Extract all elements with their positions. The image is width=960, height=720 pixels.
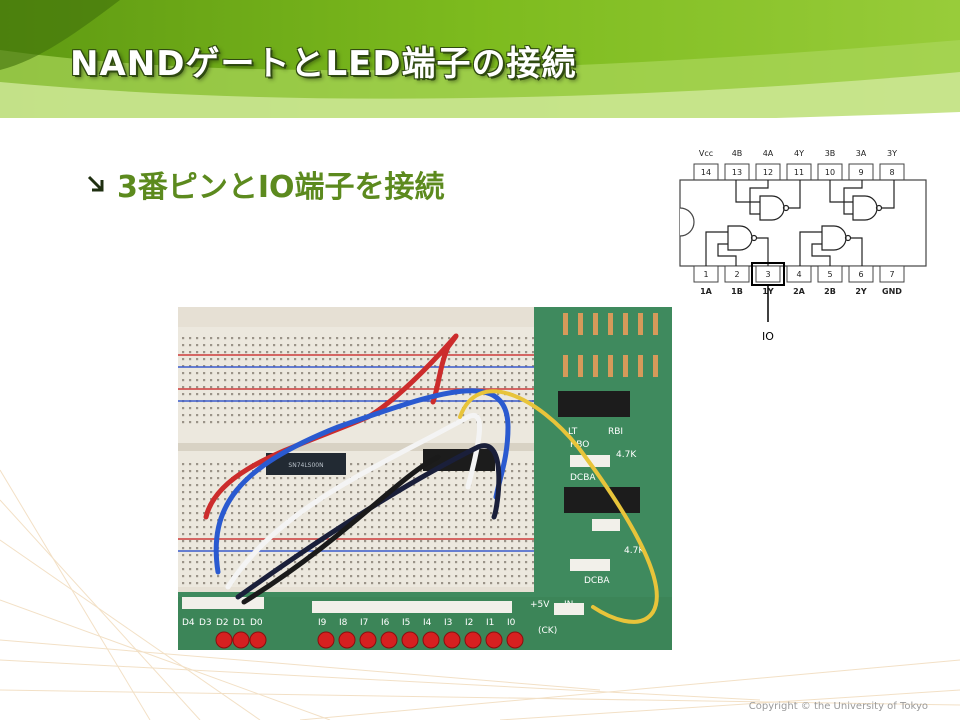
- pin-number: 12: [763, 168, 773, 177]
- bullet-text: 3番ピンとIO端子を接続: [117, 170, 445, 205]
- pin-number: 10: [825, 168, 835, 177]
- led-label: D4: [182, 618, 195, 628]
- bullet-item: 3番ピンとIO端子を接続: [85, 162, 445, 206]
- pin-name-label: 1B: [731, 287, 743, 296]
- slide-title: NANDゲートとLED端子の接続: [70, 44, 577, 84]
- top-pin-labels: Vcc 4B 4A 4Y 3B 3A 3Y: [699, 149, 897, 158]
- led-label: I9: [318, 618, 327, 628]
- pin-name-label: GND: [882, 287, 902, 296]
- pin-name-label: 4B: [732, 149, 743, 158]
- led-label: I1: [486, 618, 494, 628]
- led-label: I3: [444, 618, 452, 628]
- pcb-label: DCBA: [570, 473, 596, 483]
- pin-number: 2: [734, 270, 739, 279]
- pin-name-label: 4A: [763, 149, 774, 158]
- pin-number: 11: [794, 168, 804, 177]
- pin-name-label: 2Y: [855, 287, 867, 296]
- led-label: D2: [216, 618, 229, 628]
- led-label: D3: [199, 618, 212, 628]
- pcb-label: RBI: [608, 427, 623, 437]
- pin-number: 9: [858, 168, 863, 177]
- pcb-label: DCBA: [584, 576, 610, 586]
- pin-name-label: 3Y: [887, 149, 897, 158]
- pin-name-label: 1A: [700, 287, 713, 296]
- pin-number: 13: [732, 168, 742, 177]
- led-label: I5: [402, 618, 410, 628]
- led-label: I2: [465, 618, 473, 628]
- pin-number: 5: [827, 270, 832, 279]
- pcb-label: LT: [568, 427, 578, 437]
- led-label: I6: [381, 618, 390, 628]
- pcb-label: (CK): [538, 626, 557, 636]
- pcb-label: 4.7K: [616, 450, 637, 460]
- pin-number: 1: [703, 270, 708, 279]
- pcb-label: RBO: [570, 440, 589, 450]
- pin-number: 4: [796, 270, 801, 279]
- pin-name-label: 2B: [824, 287, 836, 296]
- pin-name-label: Vcc: [699, 149, 713, 158]
- pin-name-label: 3A: [856, 149, 867, 158]
- pin-name-label: 3B: [825, 149, 836, 158]
- led-label: I4: [423, 618, 432, 628]
- arrow-down-right-icon: [87, 175, 104, 192]
- pcb-label: 4.7K: [624, 546, 645, 556]
- pin-name-label: 4Y: [794, 149, 804, 158]
- led-label: D0: [250, 618, 263, 628]
- title-banner: [0, 0, 960, 130]
- led-label: I8: [339, 618, 348, 628]
- led-label: D1: [233, 618, 246, 628]
- pin-number: 6: [858, 270, 863, 279]
- copyright-text: Copyright © the University of Tokyo: [748, 701, 928, 712]
- pin-name-label: 2A: [793, 287, 806, 296]
- chip-label: SN74LS00N: [288, 462, 323, 469]
- breadboard-photo: SN74LS00N RBI 4.7K LT RBO DCBA DCBA +5V …: [178, 307, 672, 650]
- pin-number: 14: [701, 168, 711, 177]
- pin-number: 3: [765, 270, 770, 279]
- led-label: I7: [360, 618, 368, 628]
- pin-number: 8: [889, 168, 894, 177]
- led-label: I0: [507, 618, 516, 628]
- io-label: IO: [762, 330, 774, 343]
- pin-number: 7: [889, 270, 894, 279]
- pcb-label: +5V: [530, 600, 550, 610]
